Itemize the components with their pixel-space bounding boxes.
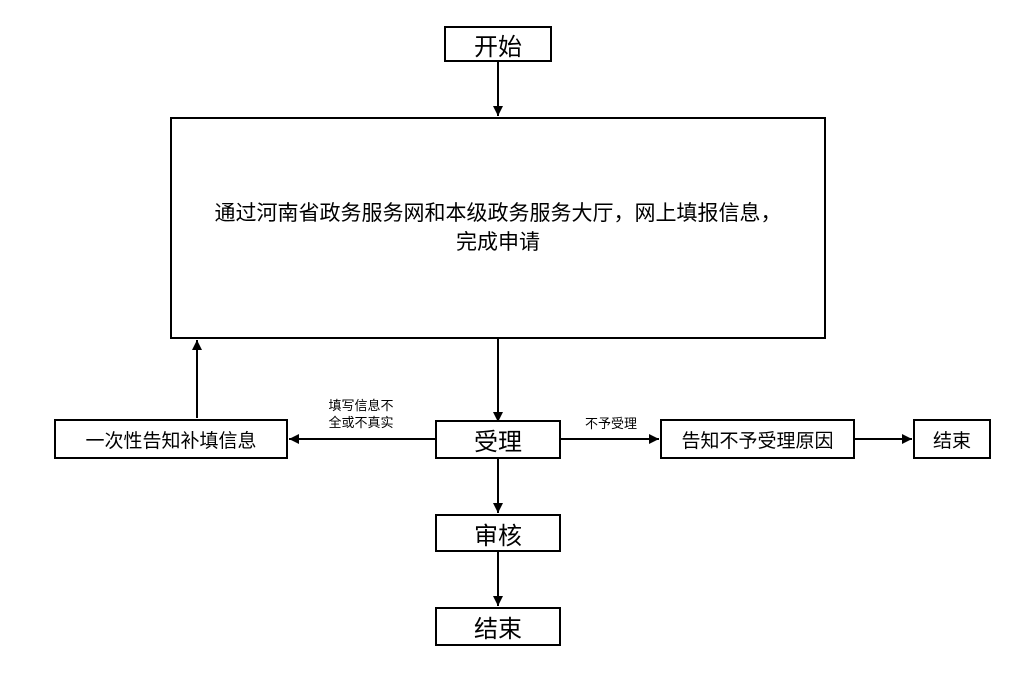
notify-supplement-label: 一次性告知补填信息	[85, 429, 257, 452]
end-node-bottom: 结束	[435, 607, 561, 646]
edge-label-incomplete: 填写信息不 全或不真实	[318, 398, 404, 432]
end-node-right: 结束	[913, 419, 991, 459]
notify-reject-node: 告知不予受理原因	[660, 419, 855, 459]
edge-label-incomplete-line2: 全或不真实	[328, 416, 394, 431]
accept-node: 受理	[435, 420, 561, 459]
review-label: 审核	[474, 521, 522, 550]
edge-label-not-accepted: 不予受理	[576, 416, 646, 433]
accept-label: 受理	[474, 428, 522, 456]
notify-reject-label: 告知不予受理原因	[681, 429, 834, 452]
notify-supplement-node: 一次性告知补填信息	[54, 419, 288, 459]
start-node: 开始	[444, 26, 552, 62]
review-node: 审核	[435, 514, 561, 552]
apply-online-node: 通过河南省政务服务网和本级政务服务大厅，网上填报信息， 完成申请	[170, 117, 826, 339]
apply-label-line2: 完成申请	[456, 230, 540, 254]
apply-label-line1: 通过河南省政务服务网和本级政务服务大厅，网上填报信息，	[214, 201, 782, 225]
edge-label-not-accepted-text: 不予受理	[584, 417, 637, 432]
end-right-label: 结束	[932, 429, 971, 452]
start-label: 开始	[474, 32, 522, 61]
edge-label-incomplete-line1: 填写信息不	[328, 399, 394, 414]
end-bottom-label: 结束	[474, 615, 522, 643]
